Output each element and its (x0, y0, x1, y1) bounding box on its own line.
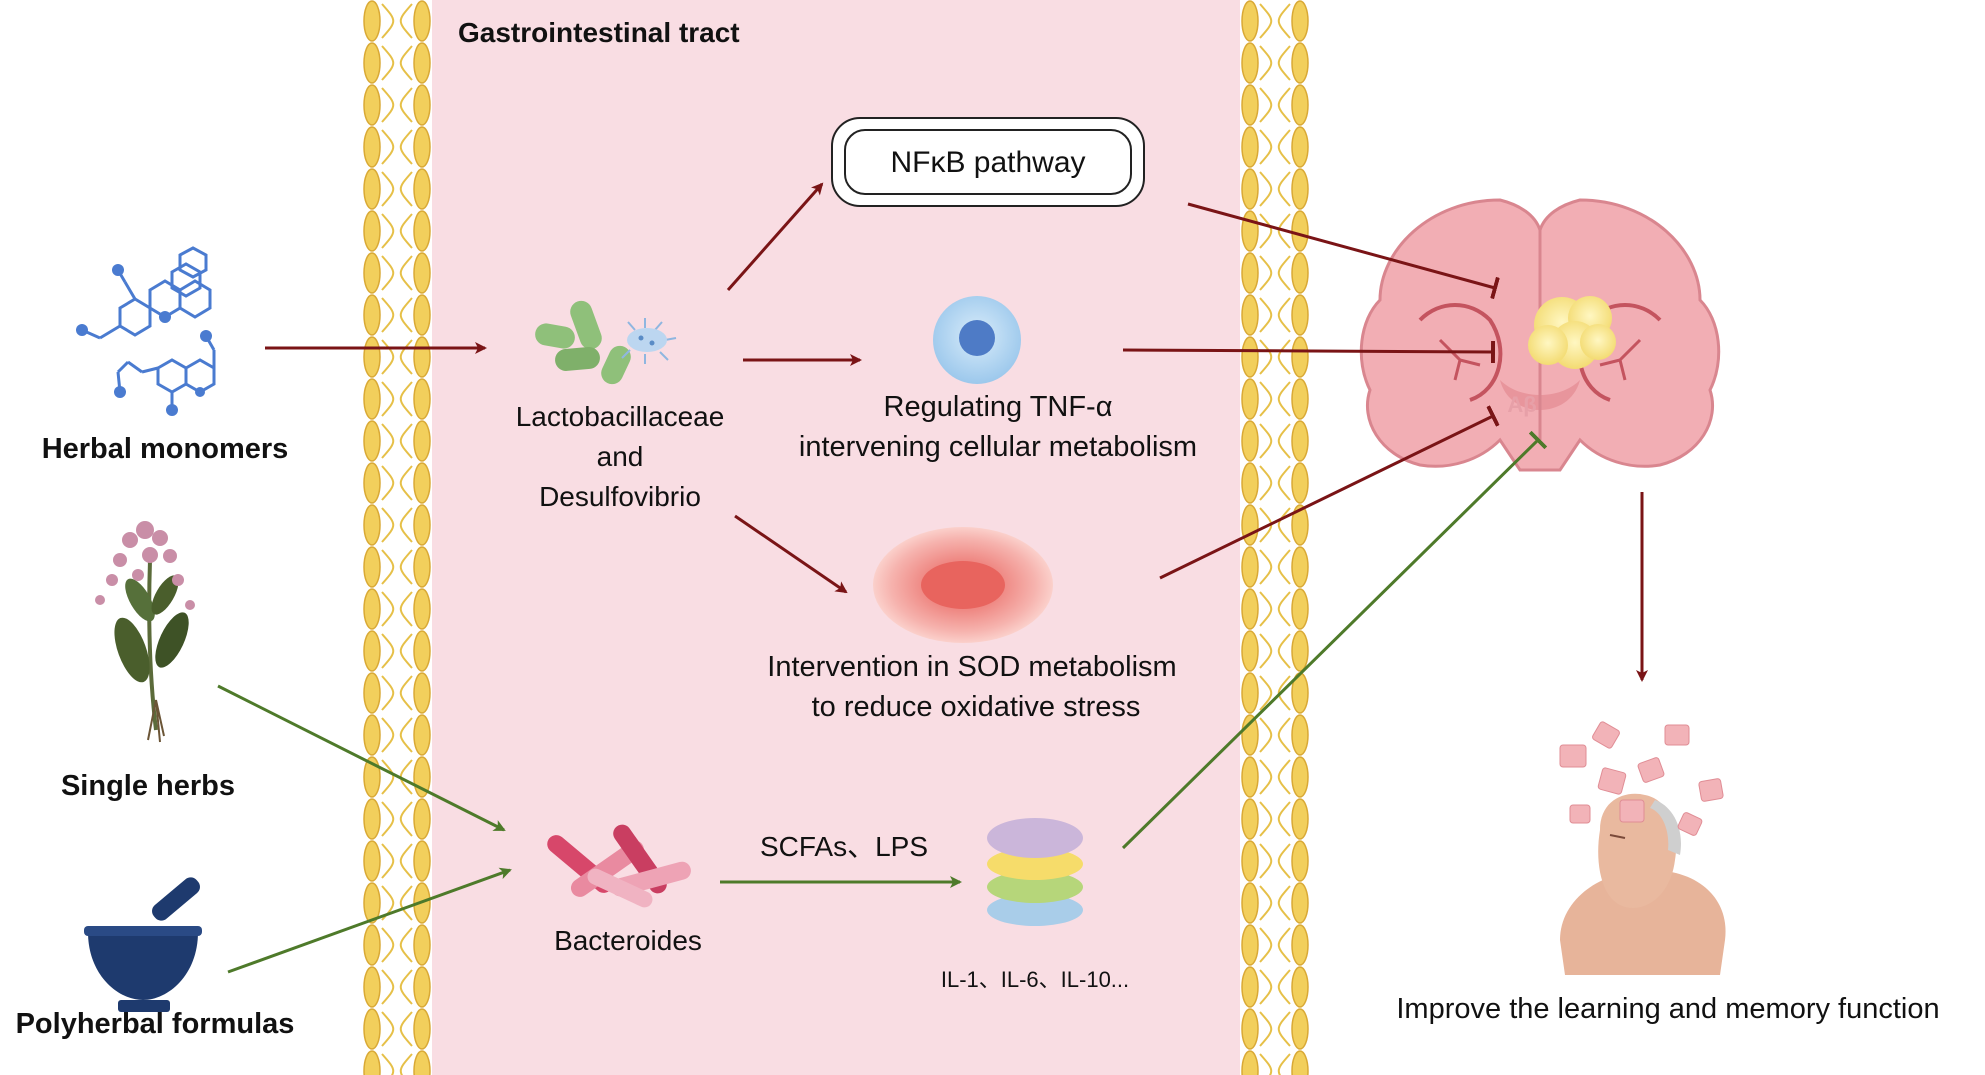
bacteria-group1-line1: Lactobacillaceae (516, 401, 725, 432)
mechanism-tnf-line2: intervening cellular metabolism (799, 431, 1197, 463)
molecule-atoms (76, 264, 212, 416)
mechanism-scfas: SCFAs、LPS (760, 831, 928, 862)
arrow-polyherbal-to-bacteroides (227, 867, 512, 974)
herb-plant-icon (95, 521, 195, 743)
puzzle-pieces-icon (1559, 721, 1724, 836)
bacteria-group1-line3: Desulfovibrio (539, 481, 701, 512)
bacteria-group1-line2: and (597, 441, 644, 472)
arrow-bacteria-to-nfkb (726, 182, 824, 291)
lactobacillus-desulfovibrio-icon (535, 300, 677, 385)
inhibit-nfkb-to-brain (1187, 202, 1500, 300)
source-herbal-monomers: Herbal monomers (42, 433, 289, 465)
mechanism-tnf-line1: Regulating TNF-α (884, 391, 1113, 423)
arrow-bacteria-to-sod (734, 514, 848, 594)
outcome-label: Improve the learning and memory function (1396, 993, 1939, 1025)
region-title: Gastrointestinal tract (458, 17, 740, 48)
amyloid-label: Aβ (1507, 392, 1536, 417)
intestinal-wall-left (362, 0, 432, 1075)
immune-cell-icon (933, 296, 1021, 384)
bacteroides-icon (547, 824, 691, 908)
mechanism-nfkb: NFκB pathway (890, 146, 1085, 179)
naphthalene-icon (170, 262, 202, 298)
inhibit-cytokines-to-brain (1121, 430, 1548, 850)
mechanism-sod-line1: Intervention in SOD metabolism (767, 651, 1176, 683)
elderly-person-icon (1560, 793, 1726, 975)
molecule-icon (81, 246, 216, 410)
mechanism-cytokines: IL-1、IL-6、IL-10... (941, 967, 1129, 992)
nfkb-box-inner (844, 129, 1132, 195)
cytokine-stack-icon (987, 818, 1083, 926)
inhibit-tnf-to-brain (1122, 340, 1496, 364)
bacteria-group2: Bacteroides (554, 925, 702, 956)
inhibit-sod-to-brain (1159, 405, 1500, 580)
mechanism-sod-line2: to reduce oxidative stress (812, 691, 1141, 723)
oxidative-stress-core (921, 561, 1005, 609)
mortar-pestle-icon (84, 877, 202, 1012)
intestinal-wall-right (1240, 0, 1310, 1075)
amyloid-plaque-icon (1528, 296, 1616, 369)
source-polyherbal-formulas: Polyherbal formulas (16, 1008, 295, 1040)
source-single-herbs: Single herbs (61, 770, 235, 802)
arrow-single-herbs-to-bacteroides (217, 684, 506, 832)
